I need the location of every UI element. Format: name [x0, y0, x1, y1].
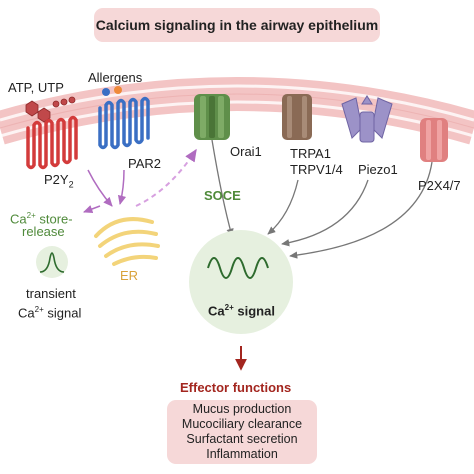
- allergens-label: Allergens: [88, 70, 143, 85]
- par2-label: PAR2: [128, 156, 161, 171]
- piezo1-channel: [341, 95, 393, 143]
- transient-ca-label: Ca2+ signal: [18, 305, 82, 321]
- effector-item: Mucociliary clearance: [181, 417, 303, 431]
- arrow-store-release: [83, 205, 101, 213]
- arrow-trp-to-signal: [267, 179, 299, 235]
- transient-peak-icon: [36, 246, 68, 278]
- transient-label: transient: [26, 286, 76, 301]
- effector-list: Mucus production Mucociliary clearance S…: [167, 400, 317, 464]
- diagram-title: Calcium signaling in the airway epitheli…: [94, 8, 380, 42]
- arrow-p2y2-to-er: [87, 169, 113, 207]
- atp-utp-label: ATP, UTP: [8, 80, 64, 95]
- arrow-piezo-to-signal: [281, 179, 369, 247]
- atp-molecule-icon: [25, 96, 76, 123]
- piezo1-label: Piezo1: [358, 162, 398, 177]
- p2y2-receptor: [26, 115, 78, 170]
- effector-heading: Effector functions: [180, 380, 292, 395]
- er-label: ER: [120, 268, 139, 283]
- p2y2-label: P2Y2: [44, 172, 74, 190]
- par2-receptor: [98, 96, 150, 150]
- p2x-label: P2X4/7: [418, 178, 461, 193]
- allergen-dots-icon: [102, 86, 122, 96]
- arrow-orai1-to-signal: [211, 139, 234, 237]
- arrow-p2x-to-signal: [289, 161, 433, 259]
- calcium-wave-icon: [207, 257, 269, 279]
- endoplasmic-reticulum-icon: [94, 217, 160, 266]
- p2x-channel: [420, 118, 448, 162]
- effector-item: Inflammation: [206, 447, 278, 461]
- store-release-label-line2: release: [22, 224, 65, 239]
- effector-item: Mucus production: [192, 402, 292, 416]
- arrow-er-to-orai1: [135, 148, 197, 207]
- trp-channel: [282, 94, 312, 140]
- ca-signal-circle: [189, 230, 293, 334]
- diagram-title-text: Calcium signaling in the airway epitheli…: [95, 17, 379, 33]
- orai1-channel: [194, 94, 230, 140]
- arrow-par2-to-er: [117, 169, 127, 206]
- orai1-label: Orai1: [230, 144, 262, 159]
- store-release-label: Ca2+ store-: [10, 211, 73, 227]
- ca-signal-label: Ca2+ signal: [208, 303, 275, 319]
- effector-item: Surfactant secretion: [186, 432, 298, 446]
- trpv-label: TRPV1/4: [290, 162, 343, 177]
- trpa1-label: TRPA1: [290, 146, 331, 161]
- soce-label: SOCE: [204, 188, 241, 203]
